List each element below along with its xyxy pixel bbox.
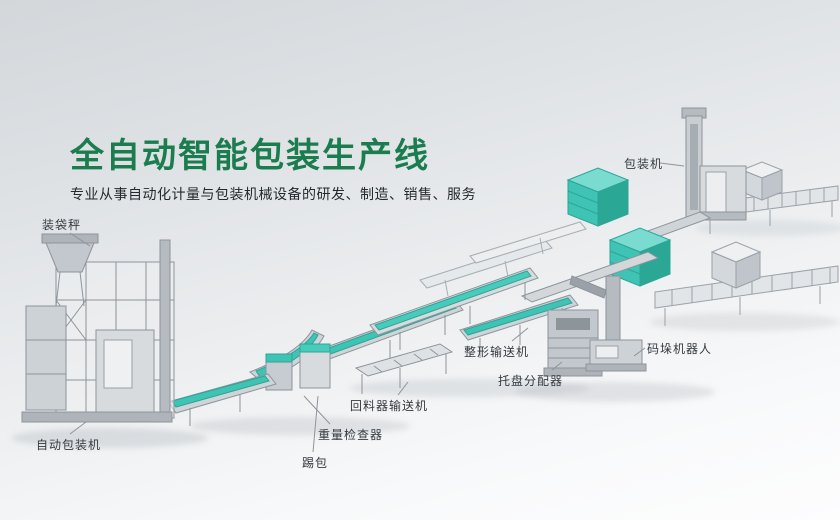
label-shaping-conveyor: 整形输送机 (464, 345, 530, 359)
label-return-conveyor: 回料器输送机 (350, 399, 429, 413)
callout-bagging-scale (69, 232, 91, 247)
return-conveyor-illustration (354, 343, 454, 394)
label-pallet-dispenser: 托盘分配器 (498, 374, 564, 388)
floor-shadows (12, 220, 840, 448)
label-weight-checker: 重量检查器 (318, 428, 384, 442)
label-kick-bag: 踢包 (302, 456, 329, 470)
label-palletizing-robot: 码垛机器人 (647, 342, 713, 356)
background-conveyors (419, 221, 587, 297)
label-bagging-scale: 装袋秤 (42, 218, 82, 232)
page-subtitle: 专业从事自动化计量与包装机械设备的研发、制造、销售、服务 (70, 186, 476, 202)
callout-palletizing-robot (633, 347, 646, 357)
callout-pallet-dispenser (551, 361, 563, 371)
incline-conveyor-b (369, 267, 539, 350)
bag-stack-upper (566, 167, 630, 227)
callout-shaping-conveyor (511, 327, 529, 342)
right-conveyor-lower (654, 241, 839, 326)
page-title: 全自动智能包装生产线 (70, 137, 430, 175)
callout-return-conveyor (397, 381, 409, 396)
shaping-conveyor-illustration (459, 294, 579, 358)
palletizing-robot-illustration (569, 275, 647, 372)
kick-bag-illustration (299, 343, 331, 389)
callout-kick-bag (312, 395, 319, 453)
callout-packing-machine (659, 162, 685, 167)
label-auto-packing-machine: 自动包装机 (36, 438, 102, 452)
label-packing-machine: 包装机 (624, 157, 664, 171)
callout-auto-packing-machine (69, 421, 87, 435)
callout-lines (69, 162, 685, 453)
auto-packing-machine-illustration (21, 233, 175, 423)
